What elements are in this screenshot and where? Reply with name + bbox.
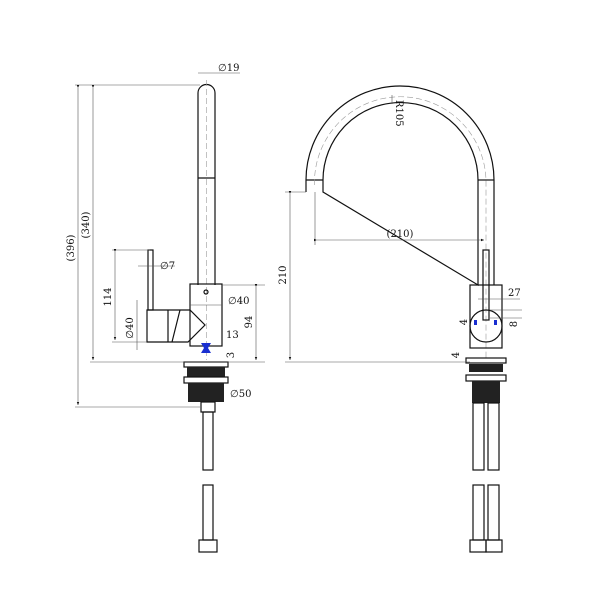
- dim-offset-4a: 4: [459, 319, 470, 325]
- dim-overall-height: (396): [66, 234, 77, 261]
- dim-lever-height: 114: [103, 287, 114, 306]
- front-spout: [305, 85, 495, 287]
- dim-spout-diameter: ∅19: [218, 63, 239, 74]
- side-view: (396) (340) ∅19 114 ∅40 ∅7 ∅40 94 13 3 ∅…: [66, 63, 265, 553]
- front-hoses: [469, 402, 503, 553]
- dim-width-27: 27: [508, 288, 521, 299]
- dim-offset-13: 13: [226, 330, 239, 341]
- dim-reach: (210): [387, 229, 414, 240]
- front-body: [469, 284, 503, 349]
- front-cartridge: [469, 309, 503, 343]
- dim-offset-4b: 4: [451, 352, 462, 358]
- dim-base-diameter: ∅50: [230, 389, 251, 400]
- dim-body-diameter: ∅40: [228, 296, 249, 307]
- front-view: R105 (210) 210 27 8 4 4: [278, 85, 522, 553]
- side-marker: [201, 343, 211, 353]
- front-lever: [482, 249, 490, 321]
- dim-spout-clearance: 210: [278, 265, 289, 284]
- side-lever: [147, 249, 154, 311]
- side-handle: [146, 309, 206, 343]
- side-hose: [198, 411, 218, 553]
- dim-height-8: 8: [509, 321, 520, 327]
- dim-radius: R105: [393, 100, 404, 127]
- dim-handle-diameter: ∅40: [125, 317, 136, 338]
- dim-body-height: 94: [244, 316, 255, 329]
- dim-spout-height: (340): [81, 211, 92, 238]
- dim-gap-3: 3: [226, 352, 237, 358]
- side-base: [183, 361, 229, 413]
- dim-lever-diameter: ∅7: [160, 261, 175, 272]
- front-base: [465, 357, 507, 403]
